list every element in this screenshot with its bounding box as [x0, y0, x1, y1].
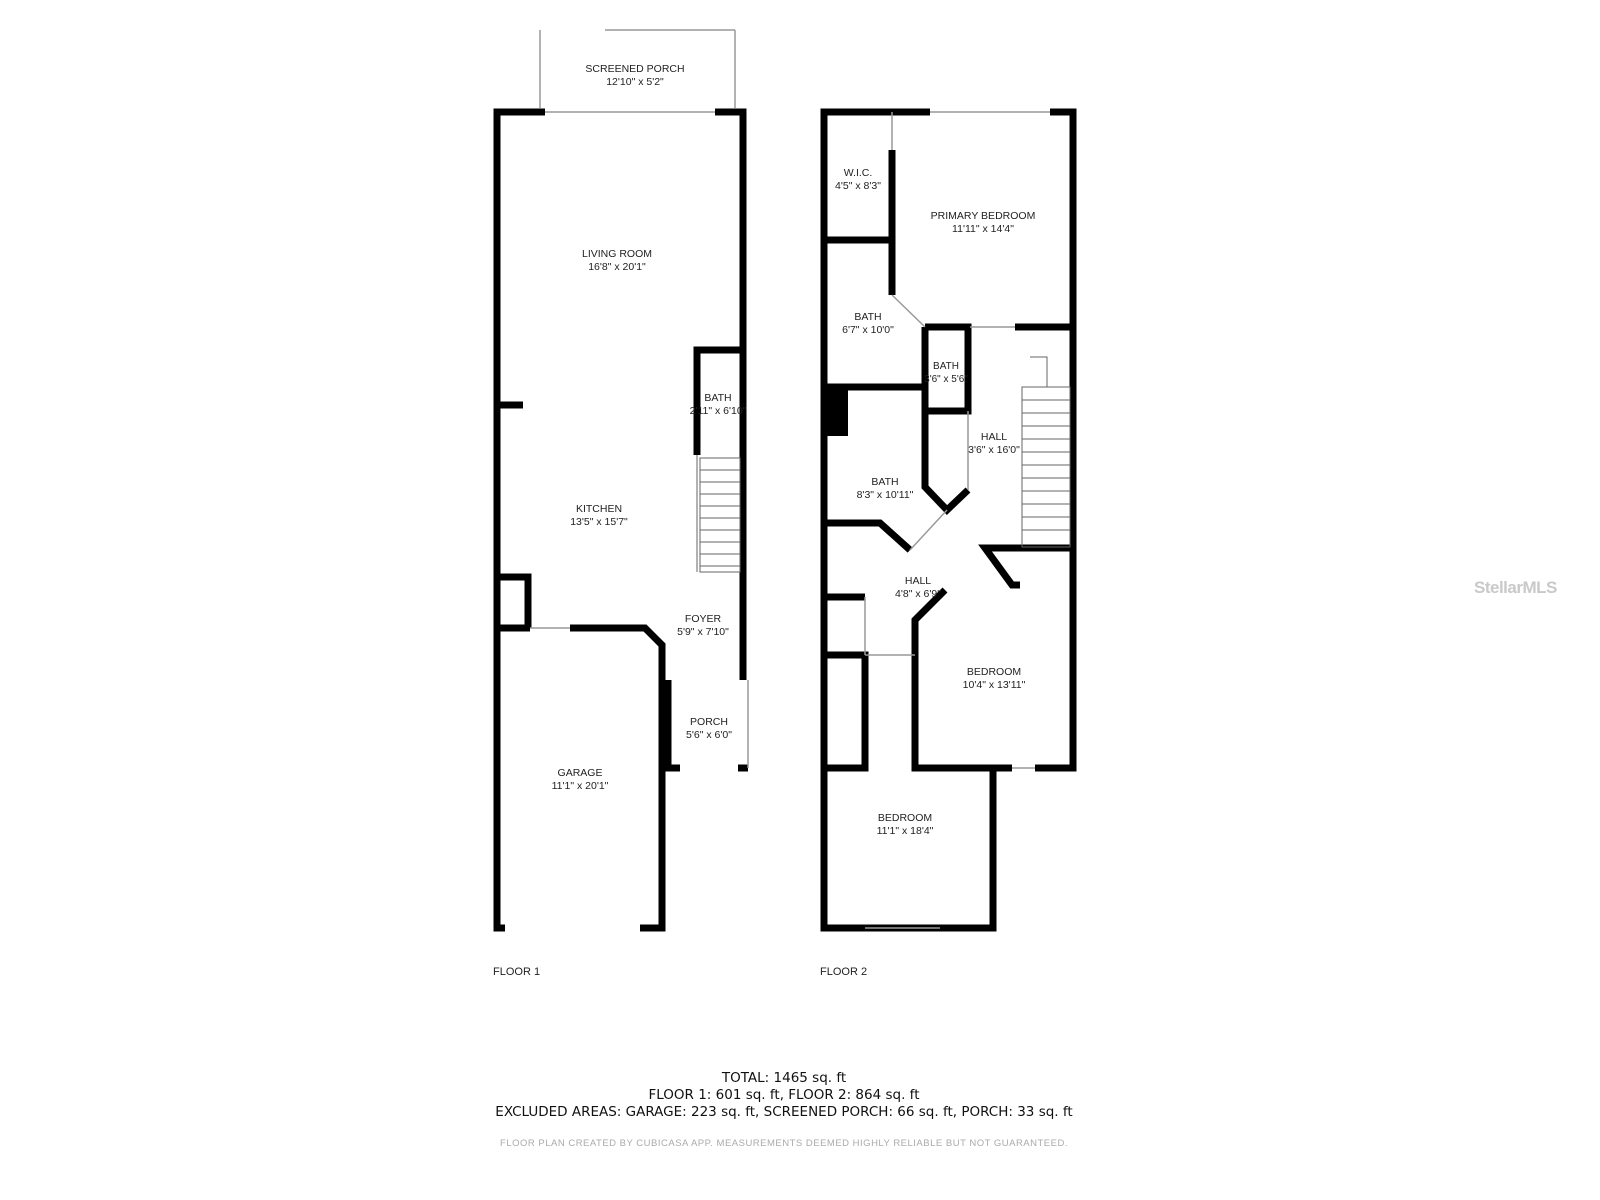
- floor2-thin-lines: [864, 111, 1050, 929]
- floor1-walls: [493, 108, 748, 932]
- room-name: BATH: [933, 361, 959, 372]
- room-label-wic: W.I.C.4'5" x 8'3": [835, 167, 881, 193]
- room-size: 12'10" x 5'2": [606, 76, 664, 88]
- room-size: 11'1" x 18'4": [876, 825, 934, 837]
- room-size: 6'7" x 10'0": [842, 324, 894, 336]
- room-size: 4'8" x 6'9": [895, 588, 941, 600]
- room-name: BATH: [854, 311, 882, 323]
- room-size: 3'6" x 16'0": [968, 444, 1020, 456]
- room-name: GARAGE: [557, 767, 603, 779]
- room-name: FOYER: [684, 613, 722, 625]
- room-name: SCREENED PORCH: [585, 63, 685, 75]
- room-size: 13'5" x 15'7": [570, 516, 628, 528]
- total-area: TOTAL: 1465 sq. ft: [721, 1070, 847, 1086]
- room-size: 3'6" x 5'6": [924, 374, 968, 385]
- room-size: 2'11" x 6'10": [689, 405, 747, 417]
- room-name: BATH: [704, 392, 732, 404]
- room-size: 11'1" x 20'1": [551, 780, 609, 792]
- disclaimer: FLOOR PLAN CREATED BY CUBICASA APP. MEAS…: [500, 1138, 1068, 1149]
- room-size: 10'4" x 13'11": [962, 679, 1026, 691]
- room-name: BATH: [871, 476, 899, 488]
- room-label-bath-small: BATH 3'6" x 5'6": [924, 360, 968, 386]
- room-name: LIVING ROOM: [581, 248, 653, 260]
- floor-areas: FLOOR 1: 601 sq. ft, FLOOR 2: 864 sq. ft: [648, 1087, 920, 1103]
- stairs-floor1: [699, 457, 741, 573]
- stairs-floor2: [1021, 356, 1071, 548]
- room-name: BEDROOM: [966, 666, 1022, 678]
- watermark-logo: StellarMLS: [1474, 578, 1557, 597]
- room-name: HALL: [904, 575, 932, 587]
- room-name: W.I.C.: [843, 167, 873, 179]
- room-name: PORCH: [690, 716, 728, 728]
- room-name: PRIMARY BEDROOM: [930, 210, 1036, 222]
- room-size: 5'6" x 6'0": [686, 729, 732, 741]
- room-name: HALL: [980, 431, 1008, 443]
- floor2-walls: [820, 108, 1077, 932]
- floor2-solid-block: [824, 390, 848, 436]
- excluded-areas: EXCLUDED AREAS: GARAGE: 223 sq. ft, SCRE…: [495, 1104, 1073, 1120]
- room-size: 8'3" x 10'11": [856, 489, 914, 501]
- floor1-thin-lines: [530, 29, 749, 768]
- room-size: 11'11" x 14'4": [952, 223, 1014, 235]
- floor2-label: FLOOR 2: [820, 966, 868, 978]
- room-name: BEDROOM: [877, 812, 933, 824]
- room-size: 16'8" x 20'1": [588, 261, 646, 273]
- floor1-label: FLOOR 1: [493, 966, 541, 978]
- room-name: KITCHEN: [575, 503, 623, 515]
- room-size: 4'5" x 8'3": [835, 180, 881, 192]
- room-size: 5'9" x 7'10": [677, 626, 729, 638]
